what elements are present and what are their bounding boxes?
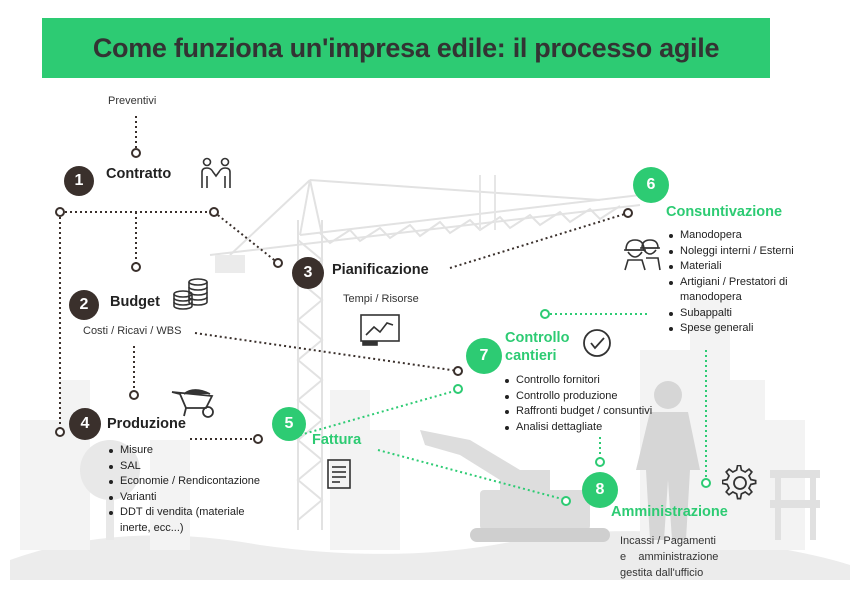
step-4-list: Misure SAL Economie / Rendicontazione Va… [108, 443, 260, 536]
step-3-number: 3 [292, 257, 324, 289]
step-6-title: Consuntivazione [666, 204, 783, 220]
workers-helmet-icon [624, 239, 661, 271]
wheelbarrow-icon [171, 389, 214, 418]
step-7-list: Controllo fornitori Controllo produzione… [504, 373, 652, 435]
step-8-description: Incassi / Pagamenti e amministrazione ge… [620, 533, 718, 581]
step-1-title: Contratto [106, 166, 172, 182]
invoice-document-icon [327, 459, 351, 489]
step-1-number: 1 [64, 166, 94, 196]
step-7-title: Controllo cantieri [505, 329, 569, 365]
list-item: Manodopera [668, 228, 794, 244]
step-2-subtitle: Costi / Ricavi / WBS [83, 325, 182, 337]
step-8-line1: Incassi / Pagamenti [620, 535, 716, 547]
step-4-number: 4 [69, 408, 101, 440]
list-item-continuation: inerte, ecc...) [108, 521, 260, 537]
step-2-title: Budget [110, 294, 160, 310]
list-item: Materiali [668, 259, 794, 275]
step-4-title: Produzione [107, 416, 186, 432]
list-item: Controllo produzione [504, 389, 652, 405]
chart-monitor-icon [360, 314, 400, 346]
coins-stack-icon [173, 278, 208, 310]
step-8-number: 8 [582, 472, 618, 508]
list-item: Economie / Rendicontazione [108, 474, 260, 490]
step-6-list: Manodopera Noleggi interni / Esterni Mat… [668, 228, 794, 337]
step-7-title-line1: Controllo [505, 330, 570, 346]
check-circle-icon [583, 329, 611, 357]
preventivi-label: Preventivi [108, 95, 157, 107]
list-item: Controllo fornitori [504, 373, 652, 389]
step-7-title-line2: cantieri [505, 348, 557, 364]
step-5-title: Fattura [312, 432, 362, 448]
step-6-number: 6 [633, 167, 669, 203]
list-item: Subappalti [668, 306, 794, 322]
step-2-number: 2 [69, 290, 99, 320]
list-item: SAL [108, 459, 260, 475]
list-item: Misure [108, 443, 260, 459]
list-item: Noleggi interni / Esterni [668, 244, 794, 260]
step-3-subtitle: Tempi / Risorse [343, 293, 419, 305]
gear-icon [722, 465, 757, 500]
step-8-line3: gestita dall'ufficio [620, 567, 704, 579]
list-item: DDT di vendita (materiale [108, 505, 260, 521]
title-banner: Come funziona un'impresa edile: il proce… [42, 18, 770, 78]
list-item: Artigiani / Prestatori di [668, 275, 794, 291]
step-8-line2: e amministrazione [620, 551, 719, 563]
list-item-continuation: manodopera [668, 290, 794, 306]
page-title: Come funziona un'impresa edile: il proce… [92, 32, 720, 63]
list-item-continuation-text: manodopera [680, 291, 742, 303]
handshake-people-icon [201, 157, 231, 188]
step-3-title: Pianificazione [332, 262, 429, 278]
list-item-continuation-text: inerte, ecc...) [120, 521, 184, 534]
step-5-number: 5 [272, 407, 306, 441]
list-item: Raffronti budget / consuntivi [504, 404, 652, 420]
list-item: Spese generali [668, 321, 794, 337]
list-item: Analisi dettagliate [504, 420, 652, 436]
step-8-title: Amministrazione [611, 504, 728, 520]
list-item: Varianti [108, 490, 260, 506]
step-7-number: 7 [466, 338, 502, 374]
